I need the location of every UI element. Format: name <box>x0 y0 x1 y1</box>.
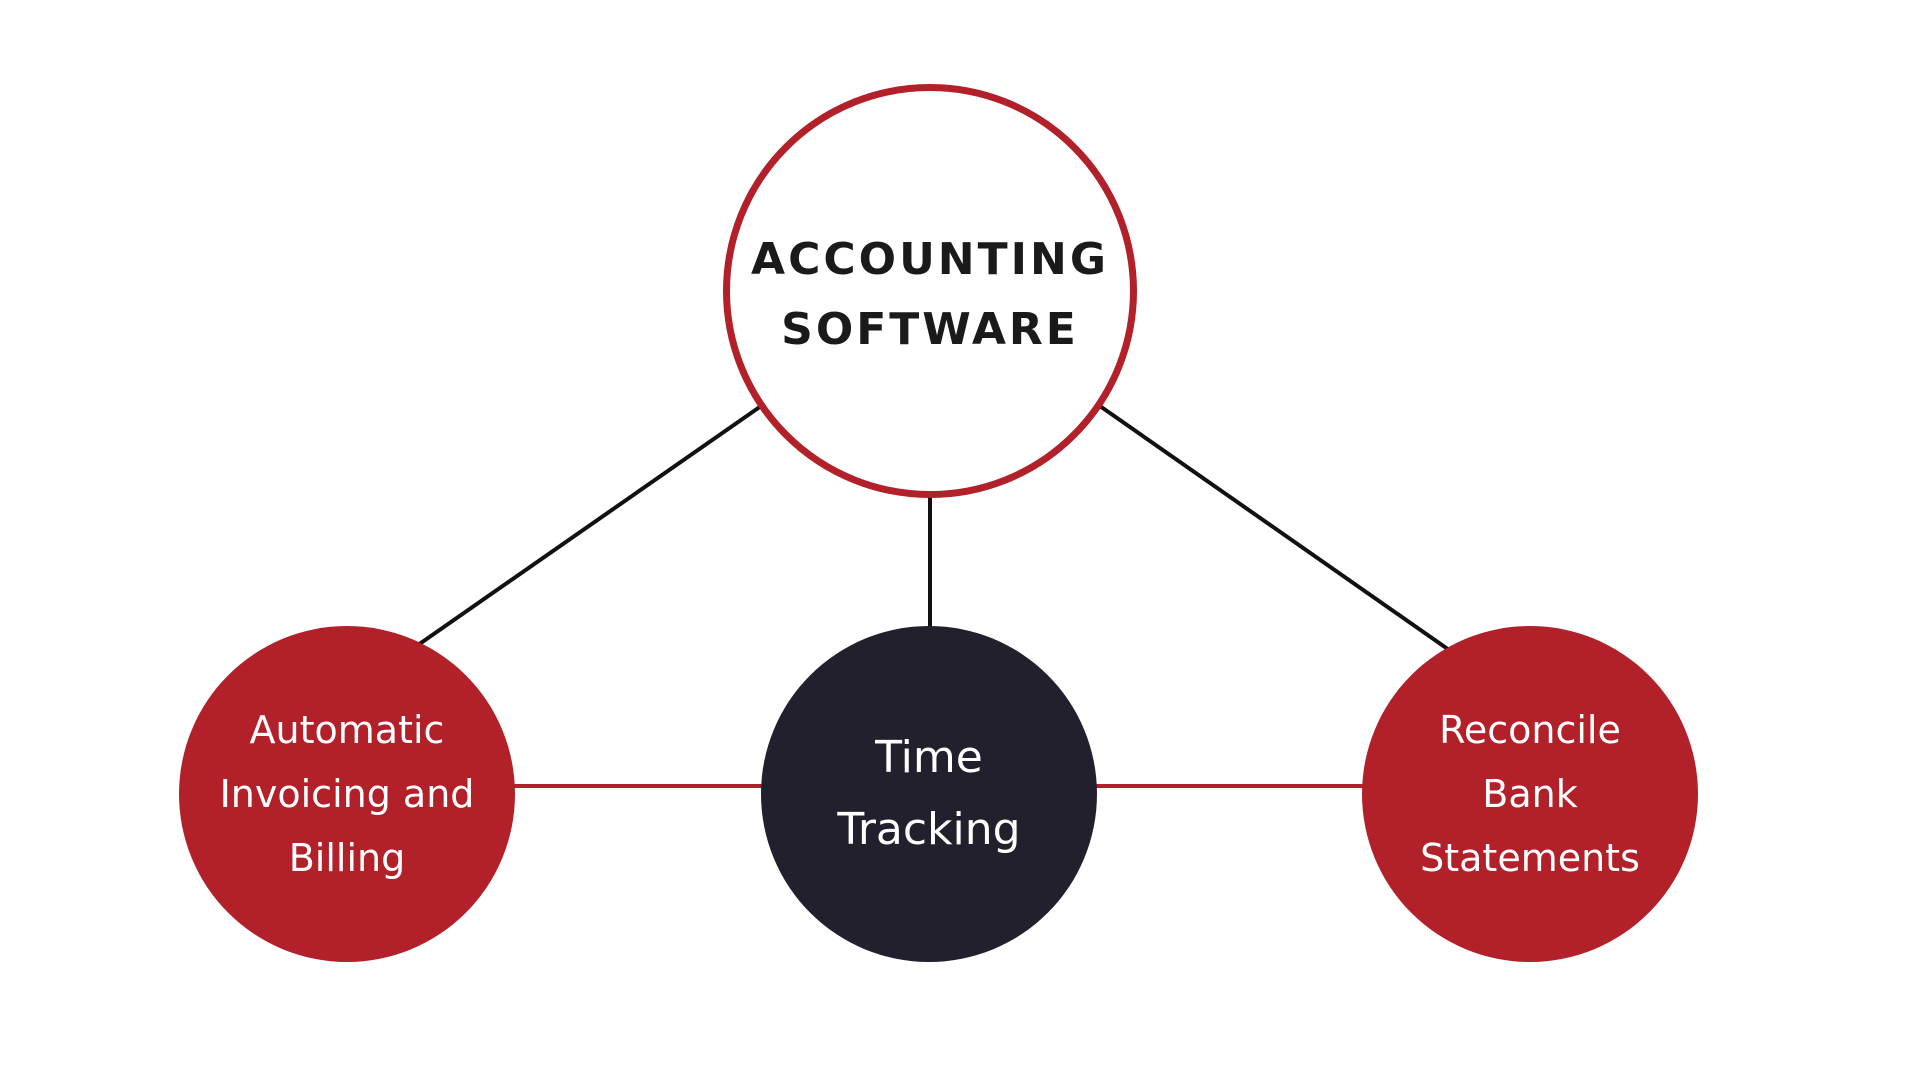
connector-root-to-left <box>416 402 766 647</box>
connector-root-to-right <box>1095 402 1454 654</box>
root-label-line1: ACCOUNTING <box>751 234 1109 285</box>
child-node-time-tracking: Time Tracking <box>761 626 1097 962</box>
left-label-line2: Invoicing and <box>219 772 475 816</box>
left-label-line1: Automatic <box>249 708 445 752</box>
root-node-accounting-software: ACCOUNTING SOFTWARE <box>723 84 1137 498</box>
root-label-line2: SOFTWARE <box>781 304 1079 355</box>
child-node-reconcile-bank-statements: Reconcile Bank Statements <box>1362 626 1698 962</box>
right-label-line1: Reconcile <box>1439 708 1621 752</box>
right-label-line2: Bank <box>1482 772 1578 816</box>
left-label-line3: Billing <box>288 836 406 880</box>
right-label-line3: Statements <box>1420 836 1640 880</box>
child-node-automatic-invoicing: Automatic Invoicing and Billing <box>179 626 515 962</box>
center-label-line1: Time <box>875 732 983 783</box>
center-label-line2: Tracking <box>837 804 1021 855</box>
